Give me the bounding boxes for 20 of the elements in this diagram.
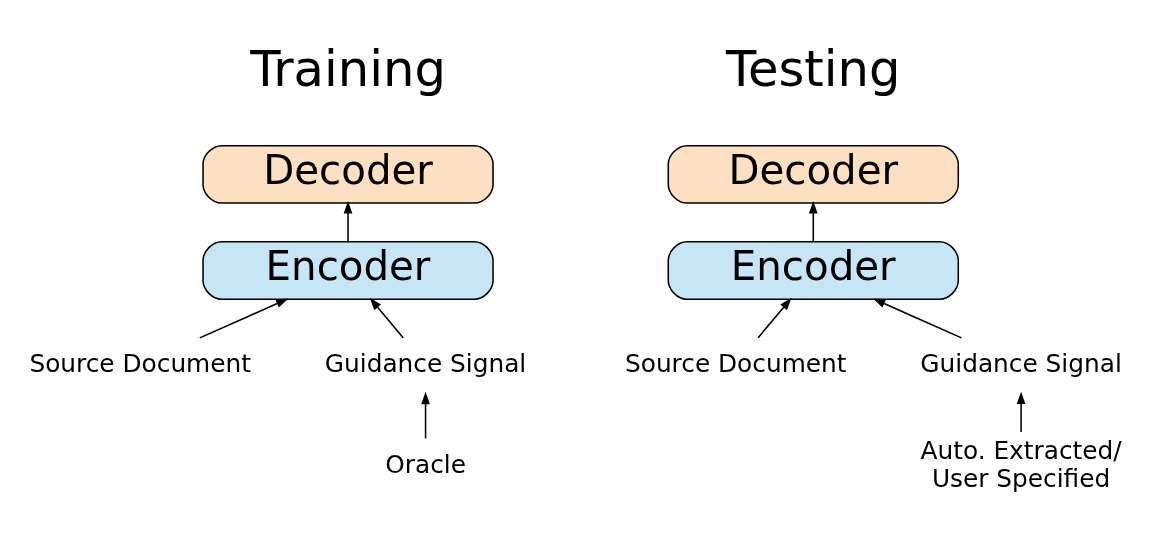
node-box: Encoder: [202, 241, 494, 300]
node-text: Guidance Signal: [324, 348, 527, 378]
node-text: Source Document: [29, 348, 251, 378]
node-box: Decoder: [667, 144, 960, 204]
arrow: [1016, 391, 1026, 433]
label: Training: [250, 40, 446, 99]
label: Testing: [726, 40, 901, 99]
arrow: [872, 298, 963, 339]
arrow: [757, 297, 792, 339]
arrow: [421, 391, 430, 440]
node-text: Source Document: [624, 348, 847, 378]
node-text: Oracle: [385, 449, 466, 479]
node-text: Auto. Extracted/ User Specified: [920, 435, 1122, 493]
arrow: [343, 201, 353, 243]
node-box: Encoder: [667, 241, 960, 300]
node-text: Guidance Signal: [920, 348, 1122, 378]
node-box: Decoder: [202, 144, 494, 204]
arrow: [199, 298, 289, 339]
arrow: [808, 201, 818, 243]
arrow: [369, 297, 404, 339]
